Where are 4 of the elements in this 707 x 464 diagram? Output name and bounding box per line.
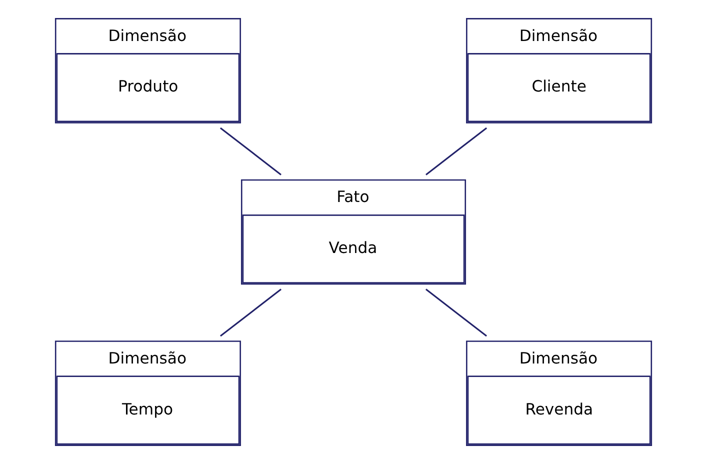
connector: [220, 127, 282, 176]
connector: [426, 127, 488, 176]
connector: [220, 288, 282, 337]
connector: [425, 288, 488, 337]
